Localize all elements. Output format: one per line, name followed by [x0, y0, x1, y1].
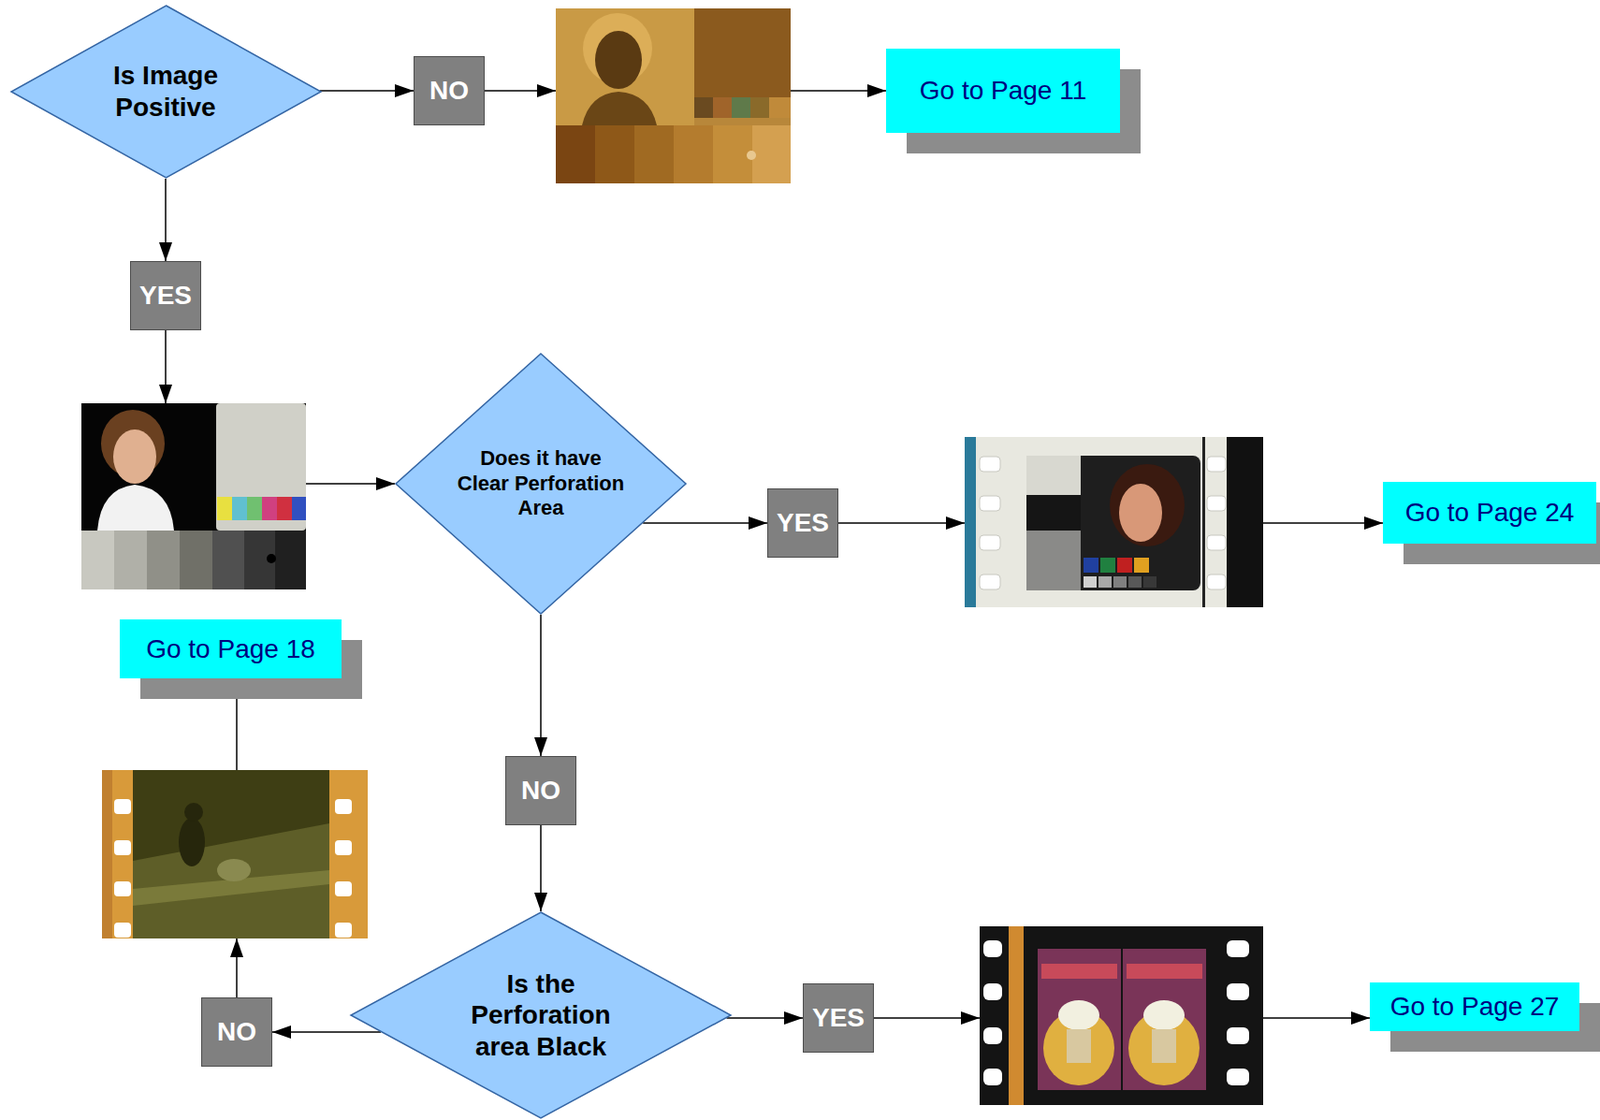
decision-diamond: Is Image Positive — [10, 4, 322, 179]
text-block: YES — [776, 508, 830, 539]
text-block: Go to Page 24 — [1405, 497, 1575, 528]
text-block: Is the Perforation area Black — [456, 968, 626, 1063]
answer-box: YES — [767, 488, 839, 558]
diamond-outline — [10, 4, 322, 179]
answer-box: NO — [413, 56, 485, 126]
page-link-box: Go to Page 11 — [886, 48, 1120, 133]
page-link-box: Go to Page 27 — [1369, 982, 1580, 1032]
text-block: YES — [812, 1003, 865, 1033]
page-link-box: Go to Page 24 — [1382, 481, 1597, 544]
node-text: YES — [139, 280, 192, 311]
text-block: NO — [429, 75, 469, 106]
text-block: Is Image Positive — [95, 59, 236, 123]
text-block: Does it have Clear Perforation Area — [451, 446, 630, 521]
node-text: Go to Page 24 — [1405, 497, 1575, 528]
node-text: Is Image Positive — [95, 59, 236, 123]
clear-perforation-film — [945, 436, 1264, 608]
answer-box: YES — [802, 983, 874, 1053]
text-block: YES — [139, 280, 192, 311]
connector-arrow — [320, 89, 414, 92]
decision-diamond: Does it have Clear Perforation Area — [394, 352, 687, 615]
node-text: YES — [812, 1003, 865, 1033]
node-text: NO — [521, 775, 561, 806]
orange-perforation-film — [101, 770, 368, 958]
connector-arrow — [727, 1017, 804, 1019]
answer-box: NO — [201, 997, 273, 1067]
black-perforation-film — [960, 926, 1264, 1106]
node-text: Is the Perforation area Black — [456, 968, 626, 1063]
diamond-shape — [11, 5, 321, 178]
text-block: Go to Page 18 — [145, 634, 316, 665]
connector-arrow — [164, 178, 167, 262]
node-text: YES — [776, 508, 830, 539]
text-block: Go to Page 11 — [919, 75, 1088, 106]
node-text: Go to Page 18 — [145, 634, 316, 665]
text-block: NO — [217, 1017, 257, 1048]
node-text: Go to Page 27 — [1390, 991, 1560, 1022]
diamond-shape — [350, 912, 731, 1119]
connector-arrow — [642, 522, 768, 524]
connector-arrow — [272, 1031, 381, 1033]
connector-arrow — [539, 825, 542, 912]
positive-film-image — [81, 384, 306, 590]
answer-box: NO — [505, 756, 577, 826]
connector-arrow — [539, 614, 542, 757]
text-block: Go to Page 27 — [1390, 991, 1560, 1022]
negative-film-image — [537, 8, 791, 184]
node-text: Go to Page 11 — [919, 75, 1088, 106]
node-text: NO — [217, 1017, 257, 1048]
node-text: NO — [429, 75, 469, 106]
decision-diamond: Is the Perforation area Black — [349, 911, 732, 1120]
text-block: NO — [521, 775, 561, 806]
answer-box: YES — [130, 261, 202, 331]
page-link-box: Go to Page 18 — [119, 619, 342, 679]
node-text: Does it have Clear Perforation Area — [451, 446, 630, 521]
diamond-shape — [395, 353, 686, 614]
